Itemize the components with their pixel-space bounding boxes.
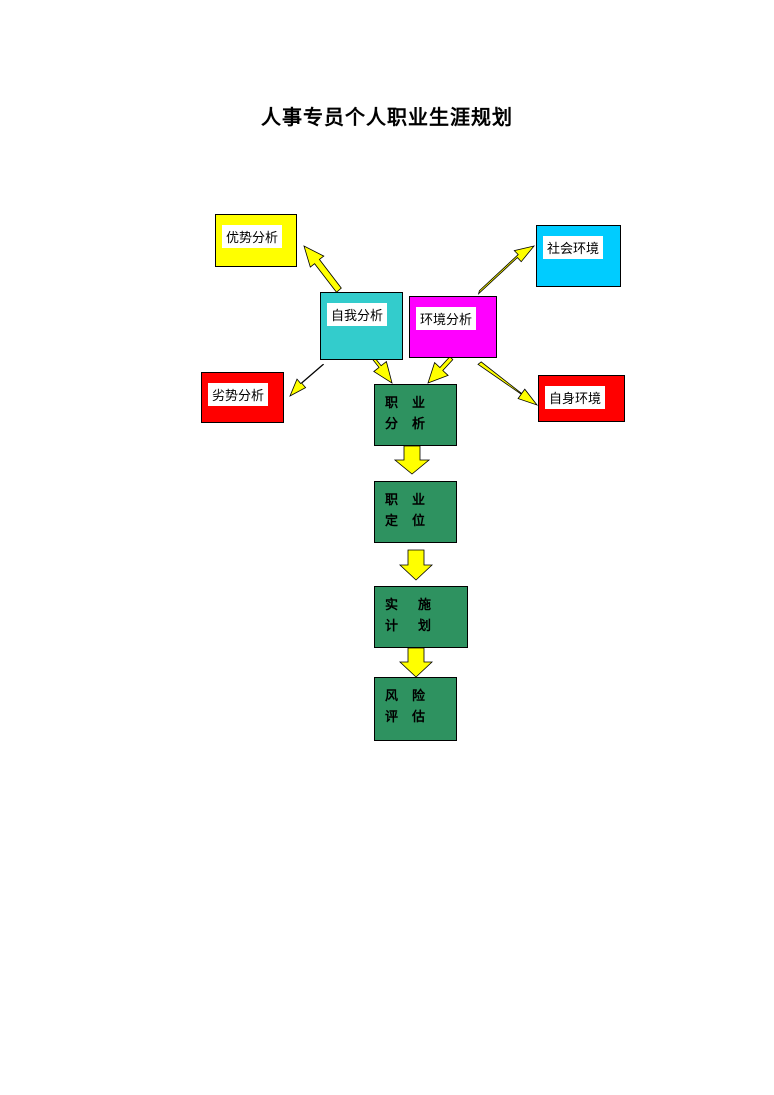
arrow-env-to-own <box>477 361 539 406</box>
arrow-self-to-strength <box>303 245 342 293</box>
risk-assessment-box: 风险评估 <box>374 677 457 741</box>
implementation-plan-box: 实施计划 <box>374 586 468 648</box>
arrow-env-to-career <box>427 356 454 384</box>
environment-analysis-box: 环境分析 <box>409 296 497 358</box>
social-environment-box: 社会环境 <box>536 225 621 287</box>
own-environment-box: 自身环境 <box>538 375 625 422</box>
arrow-self-to-weakness <box>289 363 324 397</box>
weakness-analysis-label: 劣势分析 <box>208 383 269 406</box>
weakness-analysis-box: 劣势分析 <box>201 372 284 423</box>
social-environment-label: 社会环境 <box>543 236 604 259</box>
career-positioning-box: 职业定位 <box>374 481 457 543</box>
arrow-positioning-to-implementation <box>398 549 434 581</box>
career-analysis-text: 职业分析 <box>385 396 440 432</box>
career-positioning-text: 职业定位 <box>385 493 440 529</box>
arrow-implementation-to-risk <box>398 647 434 678</box>
arrow-env-to-social <box>477 245 536 295</box>
environment-analysis-label: 环境分析 <box>416 307 477 330</box>
career-analysis-box: 职业分析 <box>374 384 457 446</box>
strength-analysis-label: 优势分析 <box>222 225 283 248</box>
page-title: 人事专员个人职业生涯规划 <box>261 105 513 129</box>
arrow-career-to-positioning <box>393 445 431 475</box>
implementation-plan-text: 实施计划 <box>385 598 452 634</box>
strength-analysis-box: 优势分析 <box>215 214 297 267</box>
own-environment-label: 自身环境 <box>545 386 606 409</box>
self-analysis-box: 自我分析 <box>320 292 403 360</box>
risk-assessment-text: 风险评估 <box>385 689 440 725</box>
self-analysis-label: 自我分析 <box>327 303 388 326</box>
